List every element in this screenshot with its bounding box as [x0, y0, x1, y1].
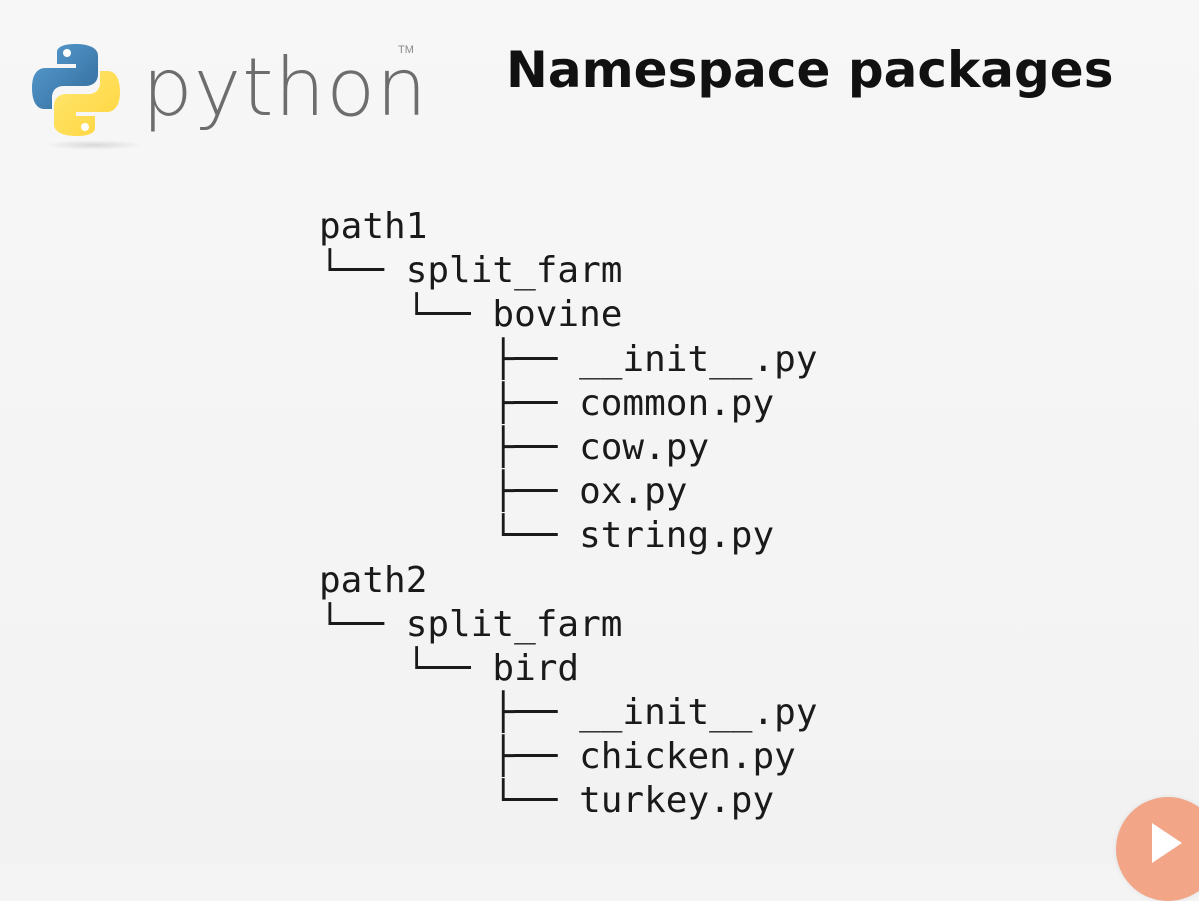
tree-line-chicken: ├── chicken.py: [319, 736, 796, 778]
tree-line-turkey: └── turkey.py: [319, 780, 775, 822]
tree-line-common: ├── common.py: [319, 382, 775, 424]
directory-tree: path1 └── split_farm └── bovine ├── __in…: [319, 205, 818, 824]
logo-shadow: [44, 140, 144, 150]
tree-line-split-farm-1: └── split_farm: [319, 250, 623, 292]
python-wordmark: python: [142, 41, 428, 134]
tree-line-bovine: └── bovine: [319, 294, 623, 336]
slide-title: Namespace packages: [506, 41, 1114, 99]
tree-line-init-2: ├── __init__.py: [319, 692, 818, 734]
trademark-symbol: TM: [398, 44, 414, 56]
tree-line-bird: └── bird: [319, 647, 580, 689]
tree-line-path2: path2: [319, 559, 428, 601]
tree-line-string: └── string.py: [319, 515, 775, 557]
python-logo: python TM: [26, 34, 428, 154]
tree-line-ox: ├── ox.py: [319, 471, 688, 513]
tree-line-init-1: ├── __init__.py: [319, 338, 818, 380]
python-logo-icon: [32, 44, 120, 136]
play-icon: [1152, 823, 1182, 863]
tree-line-split-farm-2: └── split_farm: [319, 603, 623, 645]
tree-line-path1: path1: [319, 206, 428, 247]
play-button[interactable]: [1116, 797, 1199, 901]
tree-line-cow: ├── cow.py: [319, 426, 710, 468]
